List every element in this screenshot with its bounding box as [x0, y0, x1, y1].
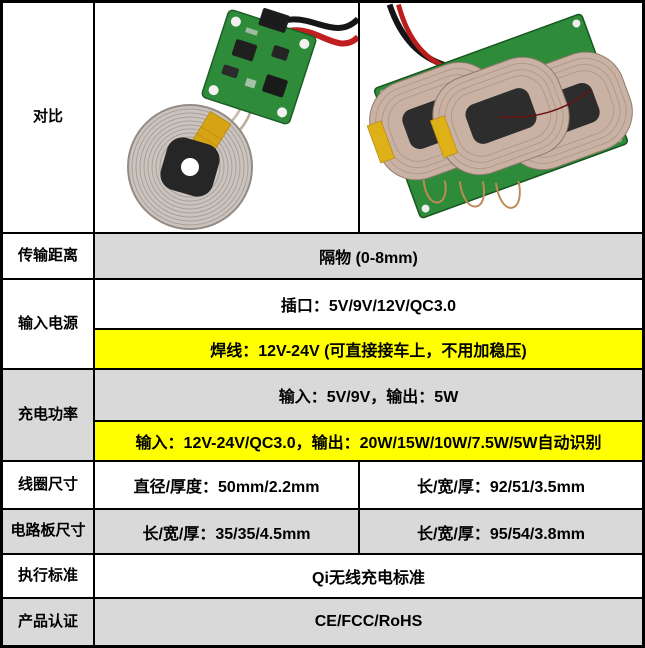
charging-coil — [127, 104, 253, 230]
single-coil-module-photo — [95, 3, 358, 232]
row-transmission-distance: 传输距离 隔物 (0-8mm) — [3, 232, 642, 278]
triple-coil-module-photo — [358, 3, 642, 232]
ic-chip — [271, 45, 290, 61]
value-power-input-socket: 插口：5V/9V/12V/QC3.0 — [95, 280, 642, 328]
label-charging-power: 充电功率 — [3, 370, 95, 460]
value-coil-size-right: 长/宽/厚：92/51/3.5mm — [358, 462, 642, 508]
black-wire — [386, 3, 448, 69]
value-certification: CE/FCC/RoHS — [95, 599, 642, 645]
label-standard: 执行标准 — [3, 555, 95, 597]
label-pcb-size: 电路板尺寸 — [3, 510, 95, 553]
value-pcb-size-right: 长/宽/厚：95/54/3.8mm — [358, 510, 642, 553]
label-certification: 产品认证 — [3, 599, 95, 645]
value-power-input-solder: 焊线：12V-24V (可直接接车上，不用加稳压) — [95, 328, 642, 368]
ic-chip — [221, 64, 239, 79]
row-coil-size: 线圈尺寸 直径/厚度：50mm/2.2mm 长/宽/厚：92/51/3.5mm — [3, 460, 642, 508]
ic-chip — [262, 74, 288, 98]
row-standard: 执行标准 Qi无线充电标准 — [3, 553, 642, 597]
kapton-tape — [429, 115, 459, 159]
triple-coil-module-illustration — [366, 3, 633, 219]
triple-coil-board — [366, 13, 633, 219]
label-power-input: 输入电源 — [3, 280, 95, 368]
row-pcb-size: 电路板尺寸 长/宽/厚：35/35/4.5mm 长/宽/厚：95/54/3.8m… — [3, 508, 642, 553]
label-coil-size: 线圈尺寸 — [3, 462, 95, 508]
value-charging-power-basic: 输入：5V/9V，输出：5W — [95, 370, 642, 420]
value-transmission-distance: 隔物 (0-8mm) — [95, 234, 642, 278]
ferrite-pad — [465, 88, 537, 144]
label-transmission-distance: 传输距离 — [3, 234, 95, 278]
row-compare: 对比 — [3, 3, 642, 232]
value-charging-power-fast: 输入：12V-24V/QC3.0，输出：20W/15W/10W/7.5W/5W自… — [95, 420, 642, 460]
kapton-tape — [366, 120, 395, 164]
value-coil-size-left: 直径/厚度：50mm/2.2mm — [95, 462, 358, 508]
coil-lead-loop — [458, 181, 486, 208]
value-pcb-size-left: 长/宽/厚：35/35/4.5mm — [95, 510, 358, 553]
single-coil-module-illustration — [127, 8, 358, 230]
value-standard: Qi无线充电标准 — [95, 555, 642, 597]
circuit-board — [201, 8, 317, 125]
row-power-input: 输入电源 插口：5V/9V/12V/QC3.0 焊线：12V-24V (可直接接… — [3, 278, 642, 368]
thin-red-wire — [499, 89, 591, 118]
ic-chip — [231, 39, 258, 62]
row-charging-power: 充电功率 输入：5V/9V，输出：5W 输入：12V-24V/QC3.0，输出：… — [3, 368, 642, 460]
coil-middle — [429, 56, 591, 176]
coil-center-hole — [181, 158, 199, 176]
label-compare: 对比 — [3, 3, 95, 232]
row-certification: 产品认证 CE/FCC/RoHS — [3, 597, 642, 645]
coil-lead-loop — [494, 180, 521, 209]
coil-lead-loop — [422, 179, 447, 204]
usb-connector — [258, 8, 290, 33]
